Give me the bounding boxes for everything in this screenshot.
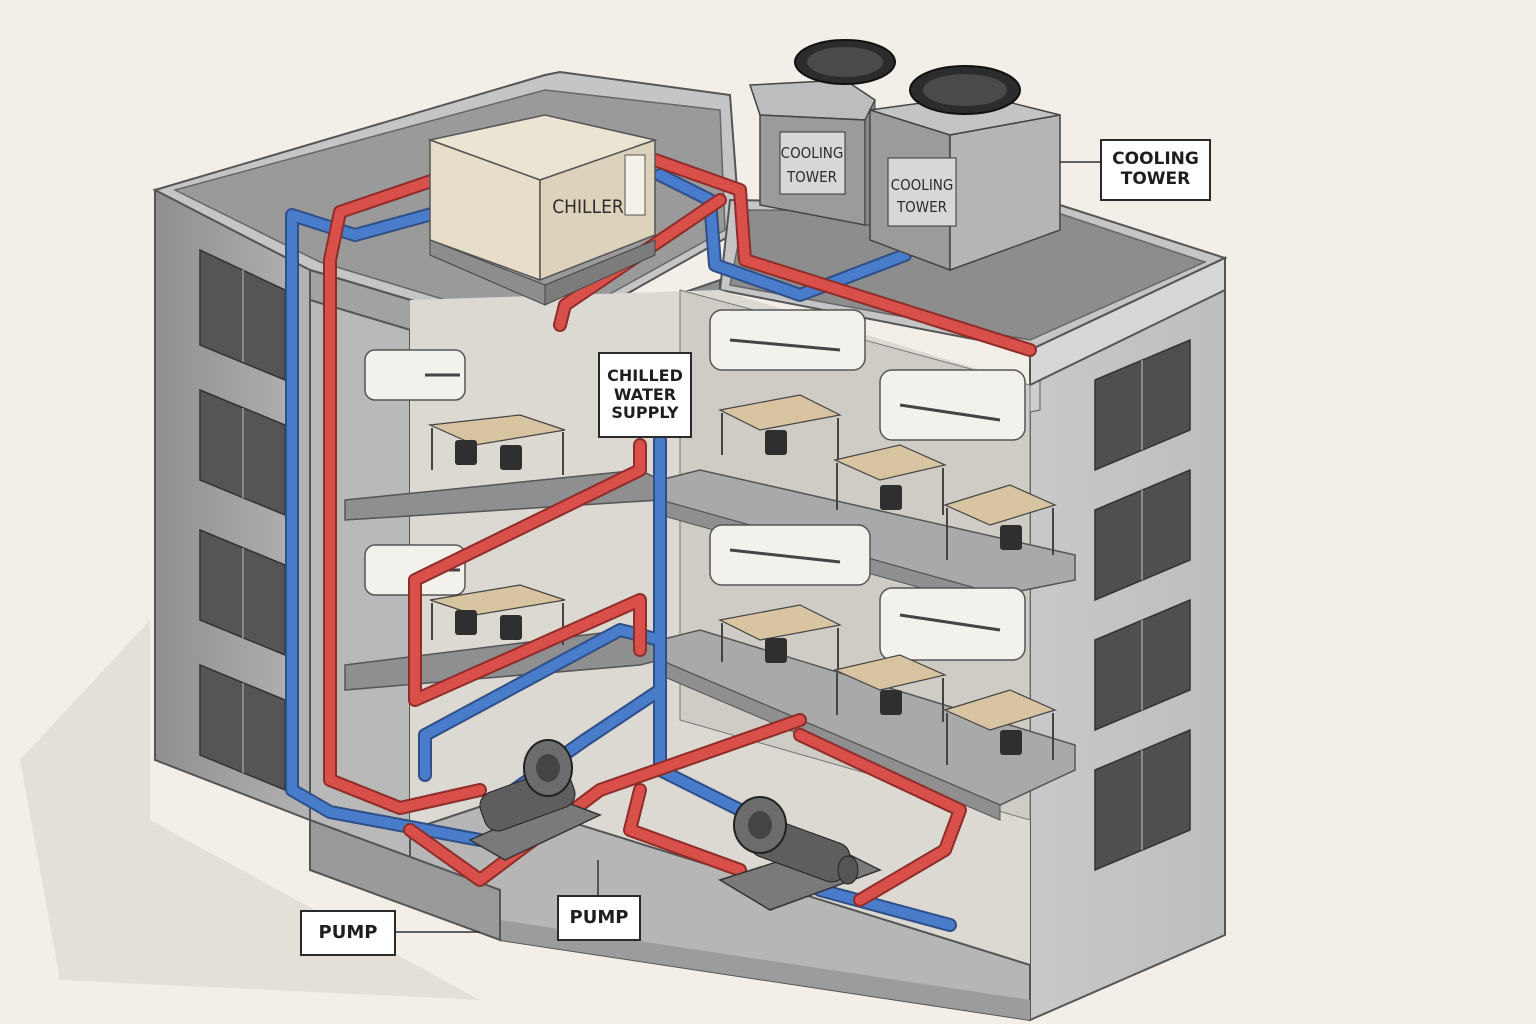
pump-callout-center: PUMP <box>557 895 641 941</box>
pump-callout-left: PUMP <box>300 910 396 956</box>
pump-2 <box>718 796 882 911</box>
cooling-tower-callout-line1: COOLING <box>1112 149 1199 170</box>
chilled-water-callout-line2: WATER <box>613 384 677 404</box>
chiller: CHILLER <box>427 114 658 306</box>
cooling-tower-callout-line2: TOWER <box>1120 169 1191 189</box>
cooling-tower-callout: COOLING TOWER <box>1100 139 1211 201</box>
callout-leader-lines <box>396 161 1100 933</box>
chilled-water-callout-line1: CHILLED <box>607 366 683 386</box>
chilled-water-callout-line3: SUPPLY <box>611 403 679 423</box>
ground-shadow <box>20 620 480 1000</box>
pump-callout-center-text: PUMP <box>569 906 629 928</box>
cooling-tower-2-label-line1: COOLING <box>891 176 954 194</box>
cooling-tower-unit-1 <box>748 39 896 226</box>
right-windows <box>1094 338 1191 872</box>
cooling-tower-unit-2 <box>869 65 1061 272</box>
chilled-water-supply-callout: CHILLED WATER SUPPLY <box>598 352 692 438</box>
cooling-tower-1-label-line2: TOWER <box>786 168 837 186</box>
office-chairs <box>455 430 1022 755</box>
chiller-label: CHILLER <box>552 196 624 218</box>
office-desks <box>427 394 1057 731</box>
pump-callout-left-text: PUMP <box>318 921 378 943</box>
cooling-tower-1-label-line1: COOLING <box>781 144 844 162</box>
desk-legs <box>431 413 1054 765</box>
pump-1 <box>468 739 602 861</box>
cooling-tower-2-label-line2: TOWER <box>896 198 947 216</box>
